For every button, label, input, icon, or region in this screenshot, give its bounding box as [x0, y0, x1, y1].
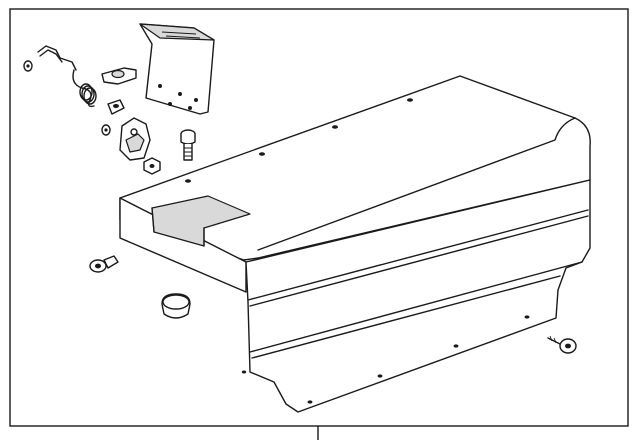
screw: [547, 335, 577, 354]
push-pin-fastener: [89, 255, 119, 273]
rubber-bumper: [161, 293, 191, 319]
wire-clip: [23, 45, 77, 72]
latch-cap: [101, 67, 137, 85]
grommet: [107, 99, 125, 115]
nut: [143, 157, 161, 175]
latch-striker: [101, 117, 151, 161]
torsion-spring: [72, 69, 97, 108]
bolt: [180, 129, 196, 161]
diagram-frame: [9, 8, 629, 427]
mounting-bracket: [139, 23, 215, 115]
storage-compartment-lid: [119, 75, 591, 413]
